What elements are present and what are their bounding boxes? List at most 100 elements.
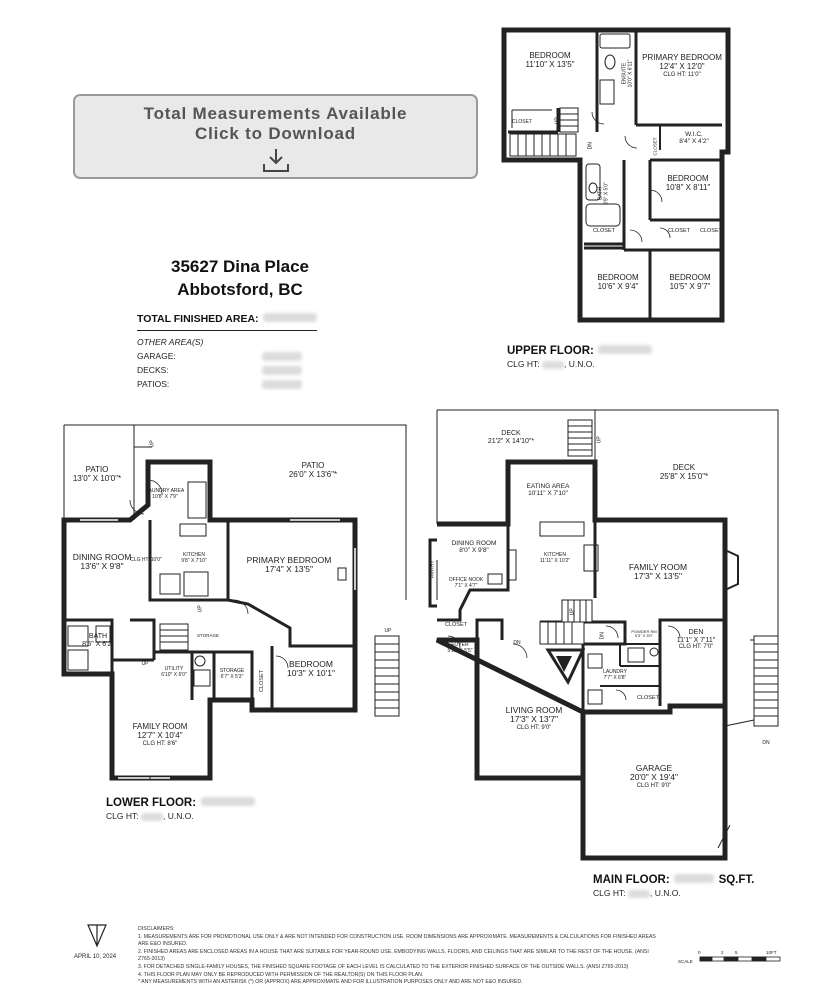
room-label-text: PRIMARY BEDROOM — [246, 555, 332, 565]
room-label: CLOSET — [700, 228, 722, 234]
room-label-text: UP — [569, 608, 576, 616]
room-label-text: UP — [197, 605, 204, 613]
patios-area-label: PATIOS: — [137, 379, 170, 389]
total-finished-area-label: TOTAL FINISHED AREA: — [137, 313, 259, 325]
room-label-text: 17'3" X 13'5" — [633, 571, 683, 582]
redacted-value — [200, 797, 255, 807]
decks-area-label: DECKS: — [137, 365, 169, 375]
scale-tick-2: 2 — [721, 950, 724, 955]
ceiling-prefix: CLG HT: — [106, 811, 139, 821]
room-label-text: 7'7" X 6'8" — [603, 674, 627, 681]
room-label-text: STORAGE — [219, 668, 245, 674]
room-label-text: DECK — [501, 430, 521, 437]
redacted-value — [140, 812, 163, 821]
room-label-text: 8'9" X 5'0" — [603, 182, 609, 205]
room-label-text: 20'0" X 19'4" — [629, 772, 679, 783]
room-label-text: UP — [149, 440, 156, 448]
room-label-text: UP — [141, 661, 149, 667]
room-label-text: 12'7" X 10'4" — [137, 730, 183, 740]
scale-bar — [699, 956, 781, 962]
address-line-2: Abbotsford, BC — [177, 280, 303, 299]
room-label-text: PATIO — [85, 465, 109, 474]
room-label-text: 6'7" X 5'3" — [220, 673, 244, 680]
lower-floor-plan — [61, 424, 407, 781]
room-label-text: DN — [762, 740, 770, 746]
room-label-text: DN — [599, 632, 606, 640]
room-label: CLOSET — [637, 695, 659, 701]
download-line-2: Click to Download — [195, 124, 356, 143]
room-label-text: CLG HT: 7'0" — [678, 644, 714, 651]
total-finished-area: TOTAL FINISHED AREA: — [137, 309, 317, 331]
room-label-text: 11'11" X 10'2" — [539, 557, 571, 564]
room-label-text: UP — [554, 117, 561, 125]
room-label: UP — [569, 608, 576, 616]
room-label-text: UP — [596, 436, 603, 444]
room-label-text: LAUNDRY — [603, 669, 627, 675]
room-label-text: CLG HT: 9'0" — [516, 724, 552, 731]
room-label: CLOSET — [668, 228, 690, 234]
room-label: CLOSET — [445, 622, 467, 628]
room-label-text: GARAGE — [635, 763, 673, 773]
room-label-text: FOYER — [451, 642, 469, 648]
room-label: CLOSET — [653, 137, 659, 155]
main-floor-title: MAIN FLOOR: SQ.FT. — [593, 870, 754, 888]
download-measurements-button[interactable]: Total Measurements Available Click to Do… — [73, 94, 478, 179]
room-label-text: PANTRY — [429, 560, 435, 579]
room-label-text: 8'0" X 9'8" — [459, 547, 489, 555]
redacted-value — [262, 366, 302, 375]
redacted-value — [262, 313, 317, 323]
lower-floor-title: LOWER FLOOR: — [106, 793, 255, 811]
room-label: UP — [596, 436, 603, 444]
room-label-text: LIVING ROOM — [505, 705, 563, 715]
upper-floor-title: UPPER FLOOR: — [507, 341, 653, 359]
room-label-text: CLOSET — [592, 228, 616, 234]
room-label-text: CLOSET — [511, 119, 533, 125]
room-label-text: 25'8" X 15'0"* — [659, 471, 709, 481]
room-label-text: CLOSET — [699, 228, 723, 234]
room-label-text: 21'2" X 14'10"* — [487, 437, 535, 445]
scale-tick-0: 0 — [698, 950, 701, 955]
disclaimer-3: 3. FOR DETACHED SINGLE-FAMILY HOUSES, TH… — [138, 963, 629, 970]
other-areas-label: OTHER AREA(S) — [137, 337, 204, 347]
room-label-text: 11'10" X 13'5" — [525, 59, 575, 69]
room-label: STORAGE — [197, 633, 219, 639]
scale-tick-5: 5 — [735, 950, 738, 955]
ceiling-suffix: , U.N.O. — [649, 888, 681, 898]
room-label-text: 10'11" X 7'10" — [528, 490, 568, 498]
disclaimers: DISCLAIMERS: 1. MEASUREMENTS ARE FOR PRO… — [138, 926, 658, 987]
room-label-text: DEN — [688, 629, 704, 636]
room-label: CLOSET — [259, 670, 265, 692]
room-label: CLOSET — [511, 119, 533, 126]
room-label: UP — [149, 440, 156, 448]
redacted-value — [674, 874, 715, 884]
room-label-text: 10'6" X 9'4" — [597, 281, 639, 291]
room-label-text: KITCHEN — [183, 552, 205, 558]
room-label-text: 13'0" X 10'0"* — [72, 473, 122, 483]
room-label-text: EATING AREA — [526, 483, 570, 490]
room-label-text: 10'5" X 9'7" — [669, 281, 711, 291]
room-label-text: CLG HT: 9'0" — [636, 782, 672, 789]
room-label-text: BEDROOM — [289, 659, 333, 669]
room-label-text: BEDROOM — [529, 51, 571, 60]
